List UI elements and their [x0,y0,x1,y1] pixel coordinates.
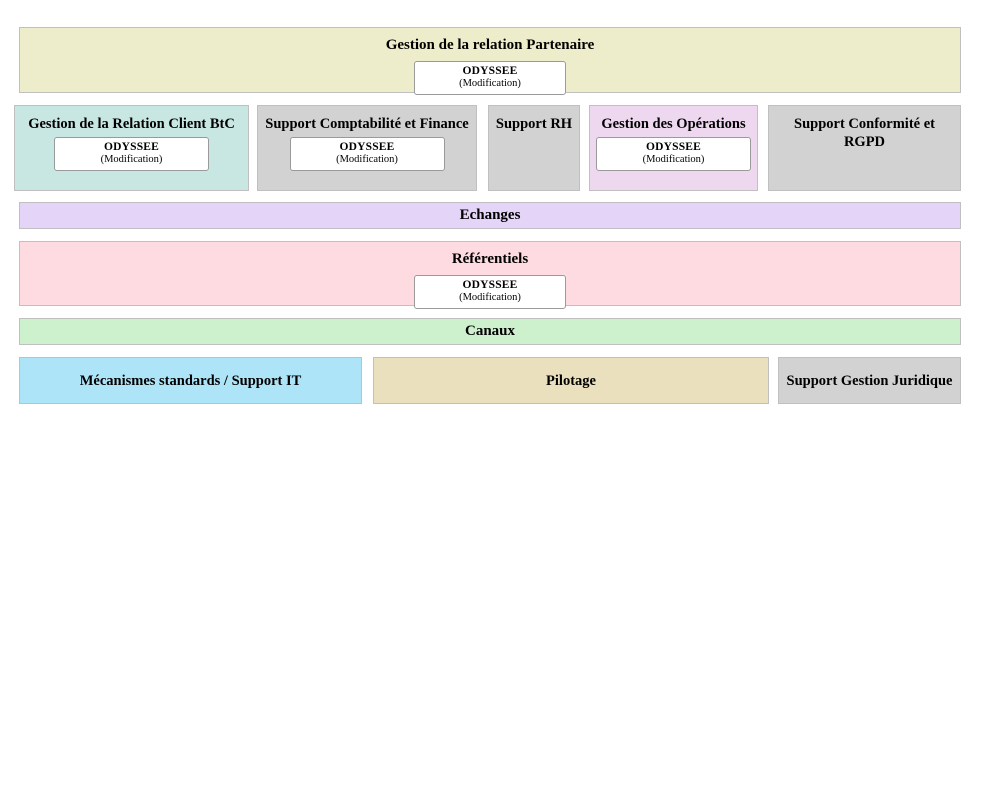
block-title: Support Gestion Juridique [786,372,953,389]
block-support-rh[interactable]: Support RH [488,105,580,191]
block-title: Référentiels [451,251,529,267]
block-pilotage[interactable]: Pilotage [373,357,769,404]
block-support-comptabilite-finance[interactable]: Support Comptabilité et Finance ODYSSEE … [257,105,477,191]
block-gestion-relation-partenaire[interactable]: Gestion de la relation Partenaire ODYSSE… [19,27,961,95]
block-mecanismes-standards-support-it[interactable]: Mécanismes standards / Support IT [19,357,362,404]
block-title: Support RH [495,116,573,132]
app-state: (Modification) [642,154,705,165]
app-state: (Modification) [336,154,398,165]
block-title: Gestion des Opérations [601,116,746,132]
block-gestion-relation-client-btc[interactable]: Gestion de la Relation Client BtC ODYSSE… [14,105,249,191]
app-box-odyssee[interactable]: ODYSSEE (Modification) [289,137,445,171]
block-title: Support Conformité et RGPD [794,116,935,150]
block-title: Pilotage [546,372,596,389]
app-name: ODYSSEE [462,65,518,77]
block-support-conformite-rgpd[interactable]: Support Conformité et RGPD [768,105,961,191]
app-name: ODYSSEE [462,279,518,291]
app-name: ODYSSEE [339,141,395,153]
block-canaux[interactable]: Canaux [19,318,961,345]
block-title: Support Comptabilité et Finance [265,116,469,132]
block-support-gestion-juridique[interactable]: Support Gestion Juridique [778,357,961,404]
app-state: (Modification) [459,292,521,303]
block-title: Canaux [464,323,516,339]
app-name: ODYSSEE [645,141,702,153]
app-box-odyssee[interactable]: ODYSSEE (Modification) [596,137,751,171]
app-box-odyssee[interactable]: ODYSSEE (Modification) [414,275,566,309]
block-referentiels[interactable]: Référentiels ODYSSEE (Modification) [19,241,961,309]
app-state: (Modification) [100,154,163,165]
app-name: ODYSSEE [103,141,160,153]
app-box-odyssee[interactable]: ODYSSEE (Modification) [54,137,209,171]
block-title: Mécanismes standards / Support IT [79,372,302,389]
block-echanges[interactable]: Echanges [19,202,961,229]
block-gestion-des-operations[interactable]: Gestion des Opérations ODYSSEE (Modifica… [589,105,758,191]
app-box-odyssee[interactable]: ODYSSEE (Modification) [414,61,566,95]
app-state: (Modification) [459,78,521,89]
block-title: Gestion de la relation Partenaire [385,37,595,53]
block-title: Gestion de la Relation Client BtC [28,116,235,132]
block-title: Echanges [459,207,521,223]
